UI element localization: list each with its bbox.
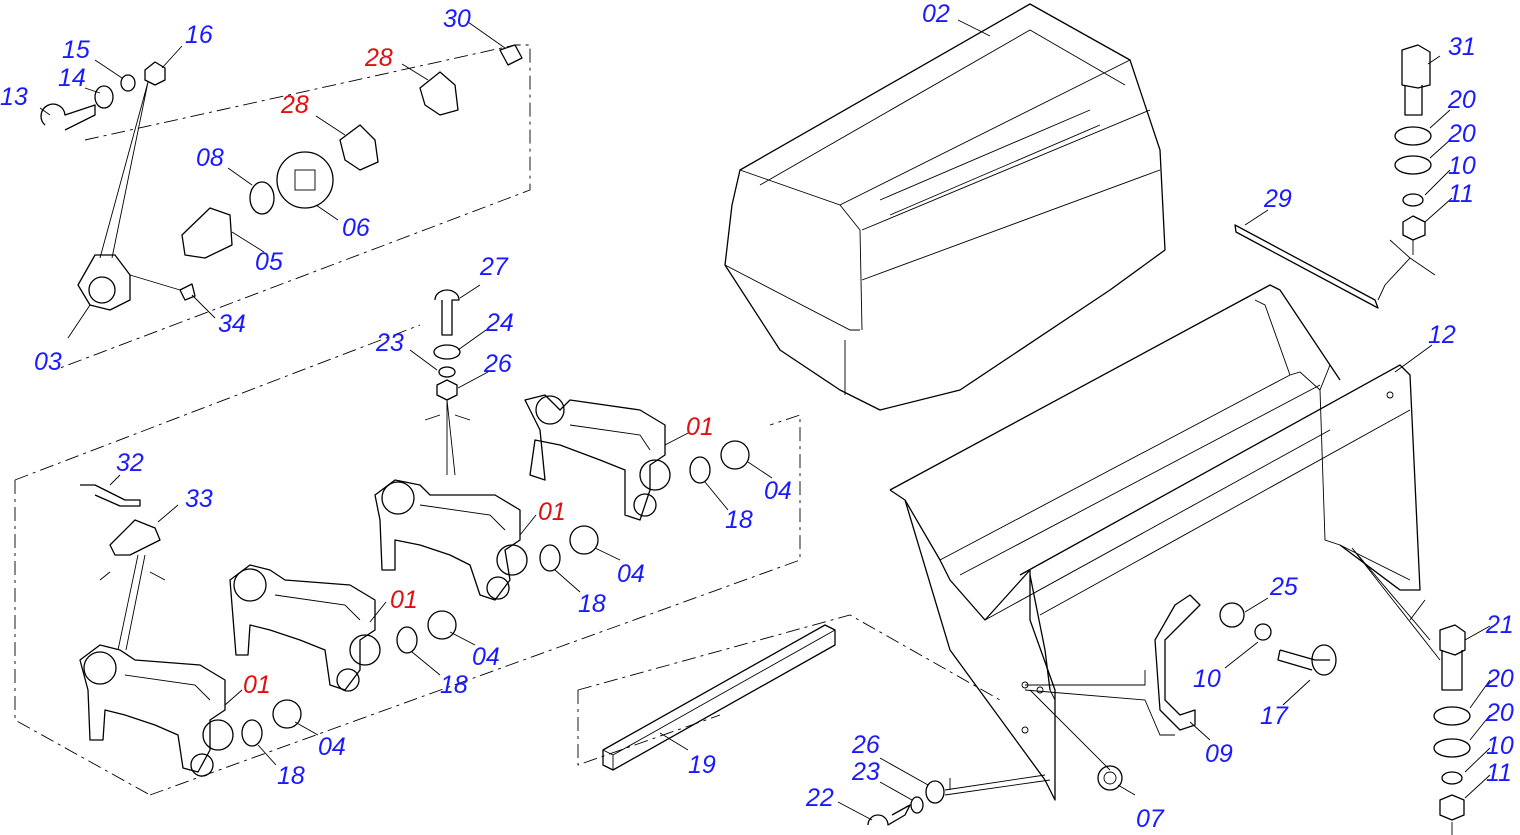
- square-bar: [602, 624, 836, 771]
- label-33: 33: [185, 485, 213, 513]
- assembly-group-boundaries: [14, 44, 1001, 796]
- label-30: 30: [443, 5, 471, 33]
- label-01-c: 01: [390, 586, 418, 614]
- label-28-lower: 28: [280, 91, 309, 119]
- label-27: 27: [479, 253, 509, 281]
- metering-unit-4: [79, 644, 302, 777]
- label-06: 06: [342, 214, 370, 242]
- support-frame: [889, 284, 1421, 801]
- label-31: 31: [1448, 33, 1476, 61]
- cotter-pin-and-flap: [80, 484, 161, 556]
- label-25: 25: [1269, 573, 1298, 601]
- shaft-bearing-group: [40, 44, 523, 311]
- label-28-upper: 28: [364, 44, 393, 72]
- label-18-d: 18: [277, 762, 305, 790]
- label-09: 09: [1205, 740, 1233, 768]
- label-11-a: 11: [1448, 180, 1474, 208]
- label-26-lower: 26: [851, 731, 880, 759]
- label-13: 13: [0, 83, 28, 111]
- label-12: 12: [1428, 321, 1456, 349]
- label-29: 29: [1263, 185, 1292, 213]
- label-02: 02: [922, 0, 950, 28]
- label-16: 16: [185, 21, 213, 49]
- tie-rod: [1234, 224, 1379, 309]
- metering-unit-1: [524, 394, 750, 521]
- bolt-stack-lower: [1433, 624, 1471, 821]
- label-18-b: 18: [578, 590, 606, 618]
- metering-unit-2: [374, 479, 599, 601]
- label-20-d: 20: [1485, 699, 1514, 727]
- label-21: 21: [1485, 611, 1514, 639]
- label-04-a: 04: [764, 477, 792, 505]
- label-10-a: 10: [1448, 152, 1476, 180]
- label-04-b: 04: [617, 560, 645, 588]
- hopper-cover: [724, 3, 1166, 411]
- upper-fastener-set: [433, 289, 461, 401]
- label-08: 08: [196, 144, 224, 172]
- label-10-c: 10: [1486, 732, 1514, 760]
- label-22: 22: [805, 784, 834, 812]
- label-18-a: 18: [725, 506, 753, 534]
- label-04-c: 04: [472, 643, 500, 671]
- leader-lines: [39, 19, 1491, 835]
- label-01-d: 01: [243, 671, 271, 699]
- label-07: 07: [1136, 805, 1165, 833]
- label-14: 14: [58, 64, 86, 92]
- label-17: 17: [1260, 702, 1289, 730]
- label-23-upper: 23: [375, 329, 404, 357]
- label-05: 05: [255, 248, 283, 276]
- label-32: 32: [116, 449, 144, 477]
- label-03: 03: [34, 348, 62, 376]
- label-23-lower: 23: [851, 758, 880, 786]
- label-01-a: 01: [686, 413, 714, 441]
- handle-bracket: [1154, 594, 1337, 731]
- frame-bolt-set: [867, 780, 945, 826]
- label-24: 24: [485, 309, 514, 337]
- label-04-d: 04: [318, 733, 346, 761]
- label-18-c: 18: [440, 671, 468, 699]
- label-20-c: 20: [1485, 665, 1514, 693]
- label-11-b: 11: [1486, 759, 1512, 787]
- label-20-b: 20: [1447, 120, 1476, 148]
- label-01-b: 01: [538, 498, 566, 526]
- label-26-upper: 26: [483, 350, 512, 378]
- label-10-b: 10: [1193, 665, 1221, 693]
- label-20-a: 20: [1447, 86, 1476, 114]
- metering-unit-3: [229, 564, 457, 692]
- bolt-stack-upper: [1394, 44, 1432, 241]
- label-34: 34: [218, 310, 246, 338]
- label-19: 19: [688, 751, 716, 779]
- frame-sprocket: [1097, 765, 1123, 791]
- label-15: 15: [62, 36, 90, 64]
